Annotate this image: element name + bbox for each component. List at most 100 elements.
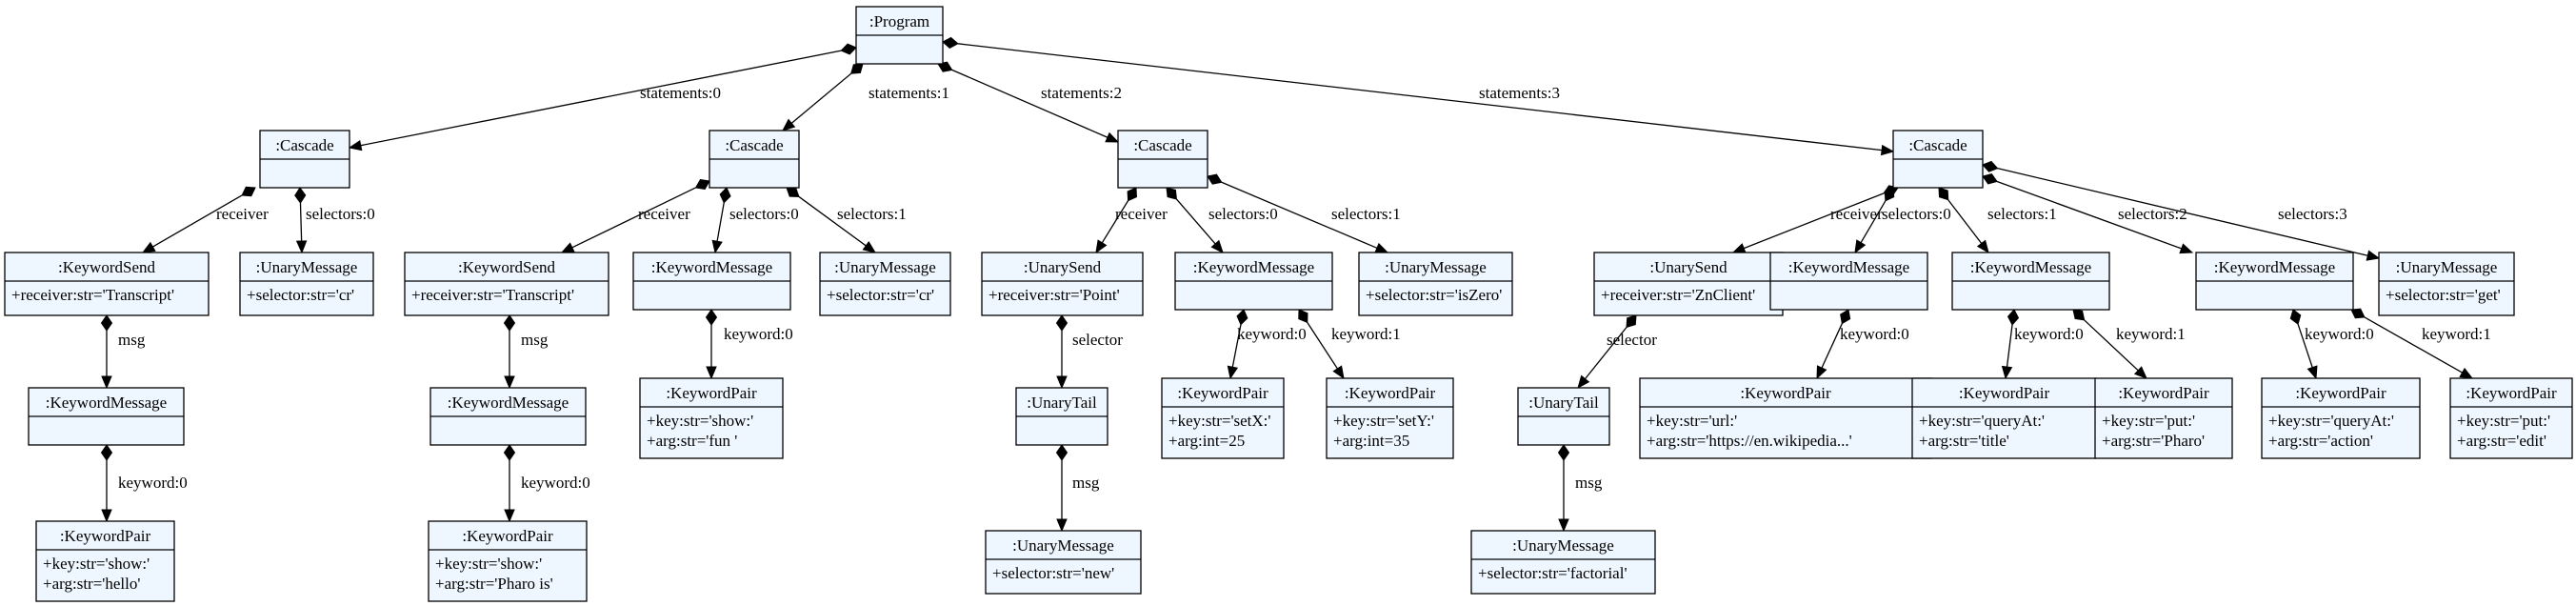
- object-node-box: [239, 252, 374, 316]
- composition-edge: [1938, 187, 1989, 254]
- arrowhead: [862, 240, 877, 253]
- composition-edge: [937, 61, 1120, 143]
- edge-label: selectors:1: [1987, 205, 2057, 223]
- object-node-attribute: +selector:str='isZero': [1366, 286, 1502, 304]
- object-node-attribute: +selector:str='cr': [827, 286, 934, 304]
- object-node-title: :KeywordPair: [2295, 384, 2386, 402]
- edge-label: receiver: [638, 205, 690, 223]
- object-node-attribute: +arg:str='action': [2268, 432, 2373, 450]
- object-node: :KeywordPair+key:str='put:'+arg:str='Pha…: [2094, 377, 2233, 459]
- object-node-title: :Cascade: [275, 136, 333, 154]
- object-node: :KeywordMessage: [1174, 252, 1333, 311]
- composition-edge: [942, 36, 1895, 156]
- edge-label: selectors:1: [837, 205, 907, 223]
- object-node-box: [2094, 377, 2233, 459]
- edge-label: keyword:0: [2305, 325, 2374, 343]
- composition-edge: [1816, 309, 1851, 380]
- composition-diamond: [1557, 444, 1570, 461]
- edge-label: statements:2: [1041, 84, 1122, 102]
- edge-line: [1101, 200, 1129, 244]
- object-node-attribute: +key:str='url:': [1647, 412, 1737, 430]
- composition-diamond: [942, 36, 959, 49]
- object-node: :KeywordPair+key:str='show:'+arg:str='he…: [35, 520, 175, 602]
- edge-label: keyword:0: [118, 474, 188, 492]
- object-node-title: :KeywordMessage: [1970, 258, 2091, 276]
- object-node: :KeywordMessage: [1951, 252, 2110, 311]
- object-node-box: [1470, 530, 1656, 595]
- composition-edge: [1982, 172, 2194, 254]
- object-node-title: :KeywordPair: [1177, 384, 1268, 402]
- arrowhead: [504, 375, 515, 390]
- object-node-title: :UnaryMessage: [834, 258, 936, 276]
- composition-diamond: [1982, 172, 1998, 185]
- composition-edge: [503, 314, 516, 390]
- object-node-box: [1326, 377, 1454, 459]
- arrowhead: [782, 118, 796, 131]
- edge-line: [1996, 180, 2182, 250]
- object-node-attribute: +arg:int=25: [1168, 432, 1245, 450]
- object-node: :KeywordPair+key:str='queryAt:'+arg:str=…: [2261, 377, 2421, 459]
- object-node-title: :KeywordMessage: [448, 394, 569, 412]
- object-node: :Cascade: [1117, 130, 1208, 189]
- composition-diamond: [786, 187, 800, 197]
- composition-edge: [782, 63, 864, 131]
- edge-line: [951, 69, 1108, 138]
- composition-edge: [100, 314, 113, 390]
- composition-diamond: [1166, 187, 1178, 200]
- edge-line: [2364, 316, 2463, 374]
- composition-diamond: [1127, 187, 1137, 202]
- arrowhead: [141, 241, 156, 253]
- composition-diamond: [503, 444, 516, 461]
- edge-label: keyword:0: [1840, 325, 1909, 343]
- composition-edge: [141, 186, 256, 253]
- object-node-box: [428, 520, 588, 602]
- object-node: :UnaryMessage+selector:str='factorial': [1470, 530, 1656, 595]
- object-node-title: :Cascade: [1133, 136, 1191, 154]
- arrowhead: [348, 139, 363, 152]
- object-node-title: :UnarySend: [1649, 258, 1727, 276]
- object-node-attribute: +key:str='setY:': [1333, 412, 1434, 430]
- arrowhead: [1105, 131, 1120, 143]
- edge-label: receiver: [1830, 205, 1883, 223]
- composition-diamond: [1298, 309, 1308, 324]
- object-node-title: :Cascade: [725, 136, 783, 154]
- arrowhead: [1056, 375, 1068, 390]
- edge-label: selectors:0: [1882, 205, 1951, 223]
- edge-line: [152, 194, 243, 248]
- object-node-title: :KeywordPair: [1345, 384, 1436, 402]
- object-node: :KeywordSend+receiver:str='Transcript': [4, 252, 210, 316]
- object-node-title: :KeywordPair: [2118, 384, 2209, 402]
- object-node-title: :KeywordMessage: [1193, 258, 1314, 276]
- object-node-title: :UnaryTail: [1027, 394, 1097, 412]
- edge-label: msg: [1072, 474, 1100, 492]
- composition-diamond: [1055, 314, 1068, 332]
- composition-diamond: [2289, 309, 2302, 326]
- object-node-title: :UnaryMessage: [1012, 536, 1114, 555]
- composition-edge: [1557, 444, 1570, 533]
- object-node: :KeywordMessage: [28, 387, 185, 446]
- arrowhead: [2133, 366, 2147, 379]
- arrowhead: [101, 375, 112, 390]
- edge-label: selectors:1: [1331, 205, 1401, 223]
- edge-line: [790, 72, 852, 124]
- arrowhead: [1816, 365, 1827, 380]
- nodes-layer: :Program:Cascade:Cascade:Cascade:Cascade…: [4, 6, 2573, 602]
- composition-edge: [2350, 308, 2474, 379]
- edge-line: [1175, 198, 1216, 245]
- object-node-title: :KeywordMessage: [651, 258, 772, 276]
- object-node-attribute: +arg:str='fun ': [647, 432, 737, 450]
- composition-edge: [1095, 187, 1137, 254]
- edge-label: statements:0: [640, 84, 721, 102]
- object-node-attribute: +key:str='setX:': [1168, 412, 1270, 430]
- edge-label: statements:3: [1479, 84, 1560, 102]
- object-node-box: [2378, 252, 2515, 316]
- composition-diamond: [1626, 314, 1637, 329]
- object-node: :UnaryMessage+selector:str='new': [985, 530, 1142, 595]
- arrowhead: [1731, 243, 1747, 253]
- object-node-title: :KeywordSend: [458, 258, 555, 276]
- object-node-box: [2449, 377, 2573, 459]
- object-node: :KeywordPair +key:str='setX:' +arg:int=25: [1161, 377, 1285, 459]
- composition-edge: [2072, 309, 2147, 379]
- composition-diamond: [241, 186, 256, 197]
- object-node-title: :UnarySend: [1024, 258, 1102, 276]
